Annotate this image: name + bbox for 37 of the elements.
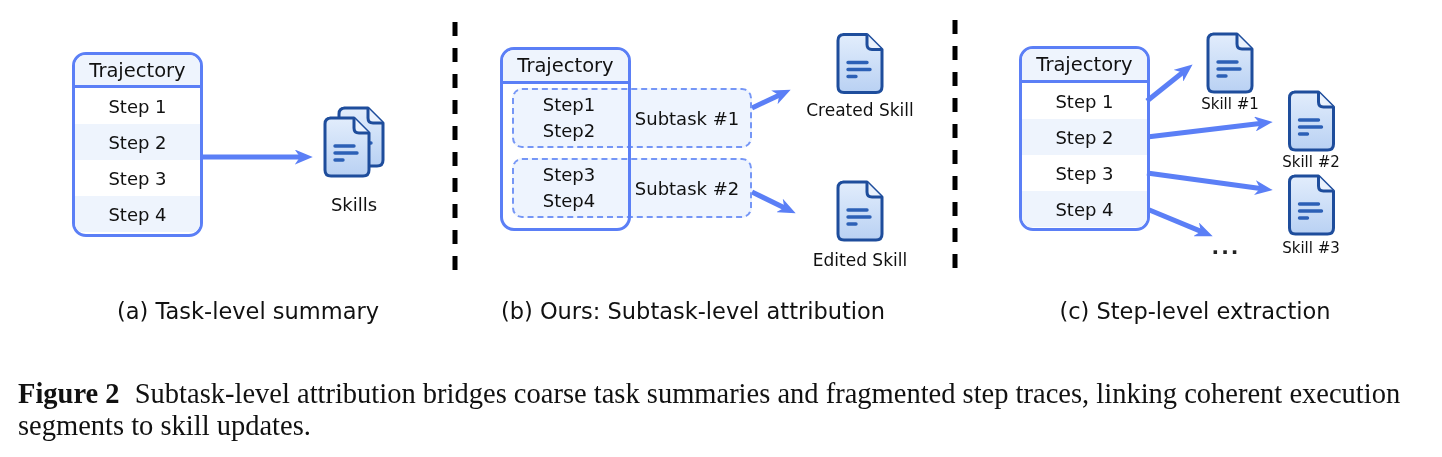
step-label: Step2 <box>542 119 596 143</box>
trajectory-table <box>1019 46 1150 231</box>
step-row: Step 4 <box>1022 191 1147 227</box>
arrow <box>750 87 792 111</box>
step-row: Step 4 <box>75 196 200 232</box>
figure-caption: Figure 2 Subtask-level attribution bridges coarse task summaries and fragmented step traces, linking coherent execution segments to skill updates. <box>18 378 1402 442</box>
subtask-group <box>512 88 752 148</box>
table-header: Trajectory <box>1022 49 1147 83</box>
subtask-group <box>512 158 752 218</box>
step-label: Step3 <box>542 163 596 187</box>
step-row: Step 3 <box>1022 155 1147 191</box>
step-row: Step 3 <box>75 160 200 196</box>
panel-caption: (c) Step-level extraction <box>1059 297 1331 325</box>
panel-caption: (b) Ours: Subtask-level attribution <box>500 297 886 325</box>
skill-label: Created Skill <box>806 100 914 122</box>
panel-caption: (a) Task-level summary <box>117 297 379 325</box>
trajectory-table <box>500 47 631 231</box>
subtask-label: Subtask #2 <box>634 177 740 199</box>
arrow <box>1145 63 1194 103</box>
skill-label: Skill #1 <box>1201 95 1259 114</box>
step-label: Step1 <box>542 93 596 117</box>
subtask-label: Subtask #1 <box>634 107 740 129</box>
step-row: Step 1 <box>1022 83 1147 119</box>
step-row: Step 2 <box>75 124 200 160</box>
step-label: Step4 <box>542 189 596 213</box>
step-row: Step 2 <box>1022 119 1147 155</box>
skill-label: Skills <box>330 194 378 217</box>
arrow <box>203 149 313 165</box>
table-header: Trajectory <box>75 55 200 88</box>
arrow <box>750 189 797 216</box>
ellipsis: ... <box>1206 236 1246 258</box>
step-row: Step 1 <box>75 88 200 124</box>
table-header: Trajectory <box>503 50 628 84</box>
trajectory-table <box>72 52 203 237</box>
skill-label: Edited Skill <box>812 250 908 272</box>
skill-label: Skill #2 <box>1282 153 1340 172</box>
skill-label: Skill #3 <box>1282 239 1340 258</box>
